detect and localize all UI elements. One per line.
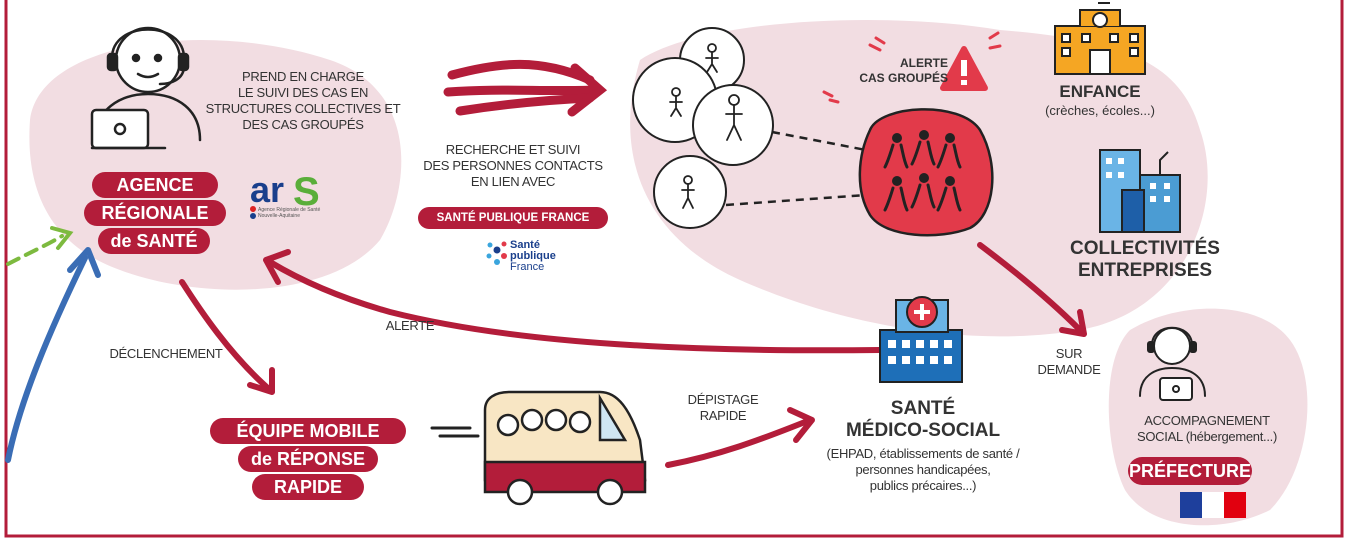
dashed-links <box>725 130 867 207</box>
agent-icon <box>90 26 202 150</box>
enfance-sub: (crèches, écoles...) <box>1045 103 1155 118</box>
blue-arrowhead <box>67 247 101 278</box>
alert-sparks <box>822 31 1002 104</box>
van-icon <box>483 390 647 506</box>
stick-figures <box>669 43 743 209</box>
cluster-icon <box>858 108 994 237</box>
school-icon <box>1054 2 1146 75</box>
prefecture-pill: PRÉFECTURE <box>1128 457 1252 485</box>
declenchement-label: DÉCLENCHEMENT <box>109 346 223 361</box>
spf-pill: SANTÉ PUBLIQUE FRANCE <box>418 207 608 229</box>
alerte-label: ALERTE <box>385 318 435 333</box>
enfance-title: ENFANCE <box>1059 82 1141 101</box>
office-icon <box>1099 149 1181 233</box>
green-arrowhead <box>50 226 74 250</box>
french-flag-icon <box>1180 492 1246 518</box>
svg-text:S: S <box>293 170 320 214</box>
speed-lines <box>430 426 480 438</box>
ars-pill-line3: de SANTÉ <box>98 228 210 254</box>
green-arrow <box>6 234 64 266</box>
equipe-pill-line2: de RÉPONSE <box>238 446 378 472</box>
ars-pill-line2: RÉGIONALE <box>84 200 226 226</box>
ars-logo: ar S <box>250 169 320 219</box>
warning-icon <box>940 46 988 91</box>
ars-blob <box>29 40 402 290</box>
contact-circles <box>632 27 774 229</box>
frame-border <box>4 0 1344 538</box>
medico-sub: (EHPAD, établissements de santé /personn… <box>826 446 1020 493</box>
ars-pill-line1: AGENCE <box>92 172 218 198</box>
svg-text:ar: ar <box>250 169 284 210</box>
equipe-pill-line1: ÉQUIPE MOBILE <box>210 418 406 444</box>
small-agent-icon <box>1139 326 1206 401</box>
flow-arrows <box>179 242 1087 468</box>
equipe-pill-line3: RAPIDE <box>252 474 364 500</box>
triple-arrow <box>443 59 608 117</box>
blue-arrow <box>5 255 88 463</box>
medical-building-icon <box>879 296 963 383</box>
spf-logo-dots <box>486 241 507 265</box>
